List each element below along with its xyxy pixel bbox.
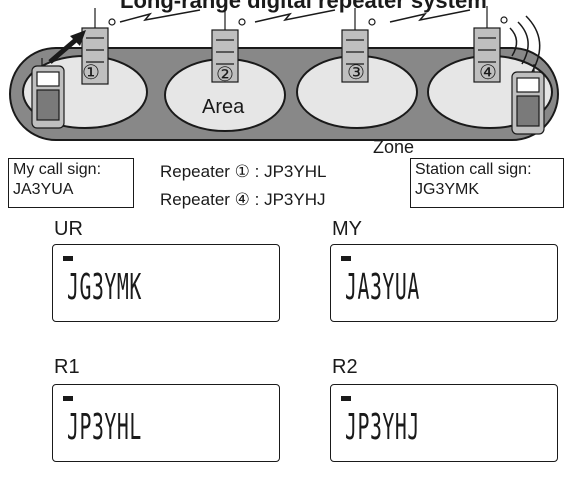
area-number-1: ① [82,60,100,85]
station-call-sign-value: JG3YMK [415,180,559,200]
lcd-indicator-icon [63,255,75,263]
display-r1: JP3YHL [52,384,280,462]
display-title-r2: R2 [332,356,358,379]
display-r1-text: JP3YHL [67,407,142,448]
station-call-sign-label: Station call sign: [415,160,559,180]
display-my: JA3YUA [330,244,558,322]
area-number-2: ② [216,62,234,87]
display-title-ur: UR [54,218,83,241]
link-3-4 [390,10,470,22]
zone-label: Zone [373,137,414,158]
area-number-4: ④ [479,60,497,85]
display-ur-text: JG3YMK [67,267,142,308]
area-label: Area [202,96,244,119]
area-number-3: ③ [347,60,365,85]
display-r2-text: JP3YHJ [345,407,420,448]
display-r2: JP3YHJ [330,384,558,462]
lcd-indicator-icon [341,395,353,403]
repeater-4-callsign: Repeater ④ : JP3YHJ [160,190,325,210]
link-1-2 [120,10,200,22]
station-handheld-radio [512,64,544,134]
display-my-text: JA3YUA [345,267,420,308]
display-title-my: MY [332,218,362,241]
repeater-1-callsign: Repeater ① : JP3YHL [160,162,326,182]
lcd-indicator-icon [341,255,353,263]
display-title-r1: R1 [54,356,80,379]
lcd-indicator-icon [63,395,75,403]
station-call-sign-box: Station call sign: JG3YMK [410,158,564,208]
my-call-sign-value: JA3YUA [13,180,129,200]
my-call-sign-label: My call sign: [13,160,129,180]
my-handheld-radio [32,58,64,128]
my-call-sign-box: My call sign: JA3YUA [8,158,134,208]
link-2-3 [255,10,335,22]
display-ur: JG3YMK [52,244,280,322]
